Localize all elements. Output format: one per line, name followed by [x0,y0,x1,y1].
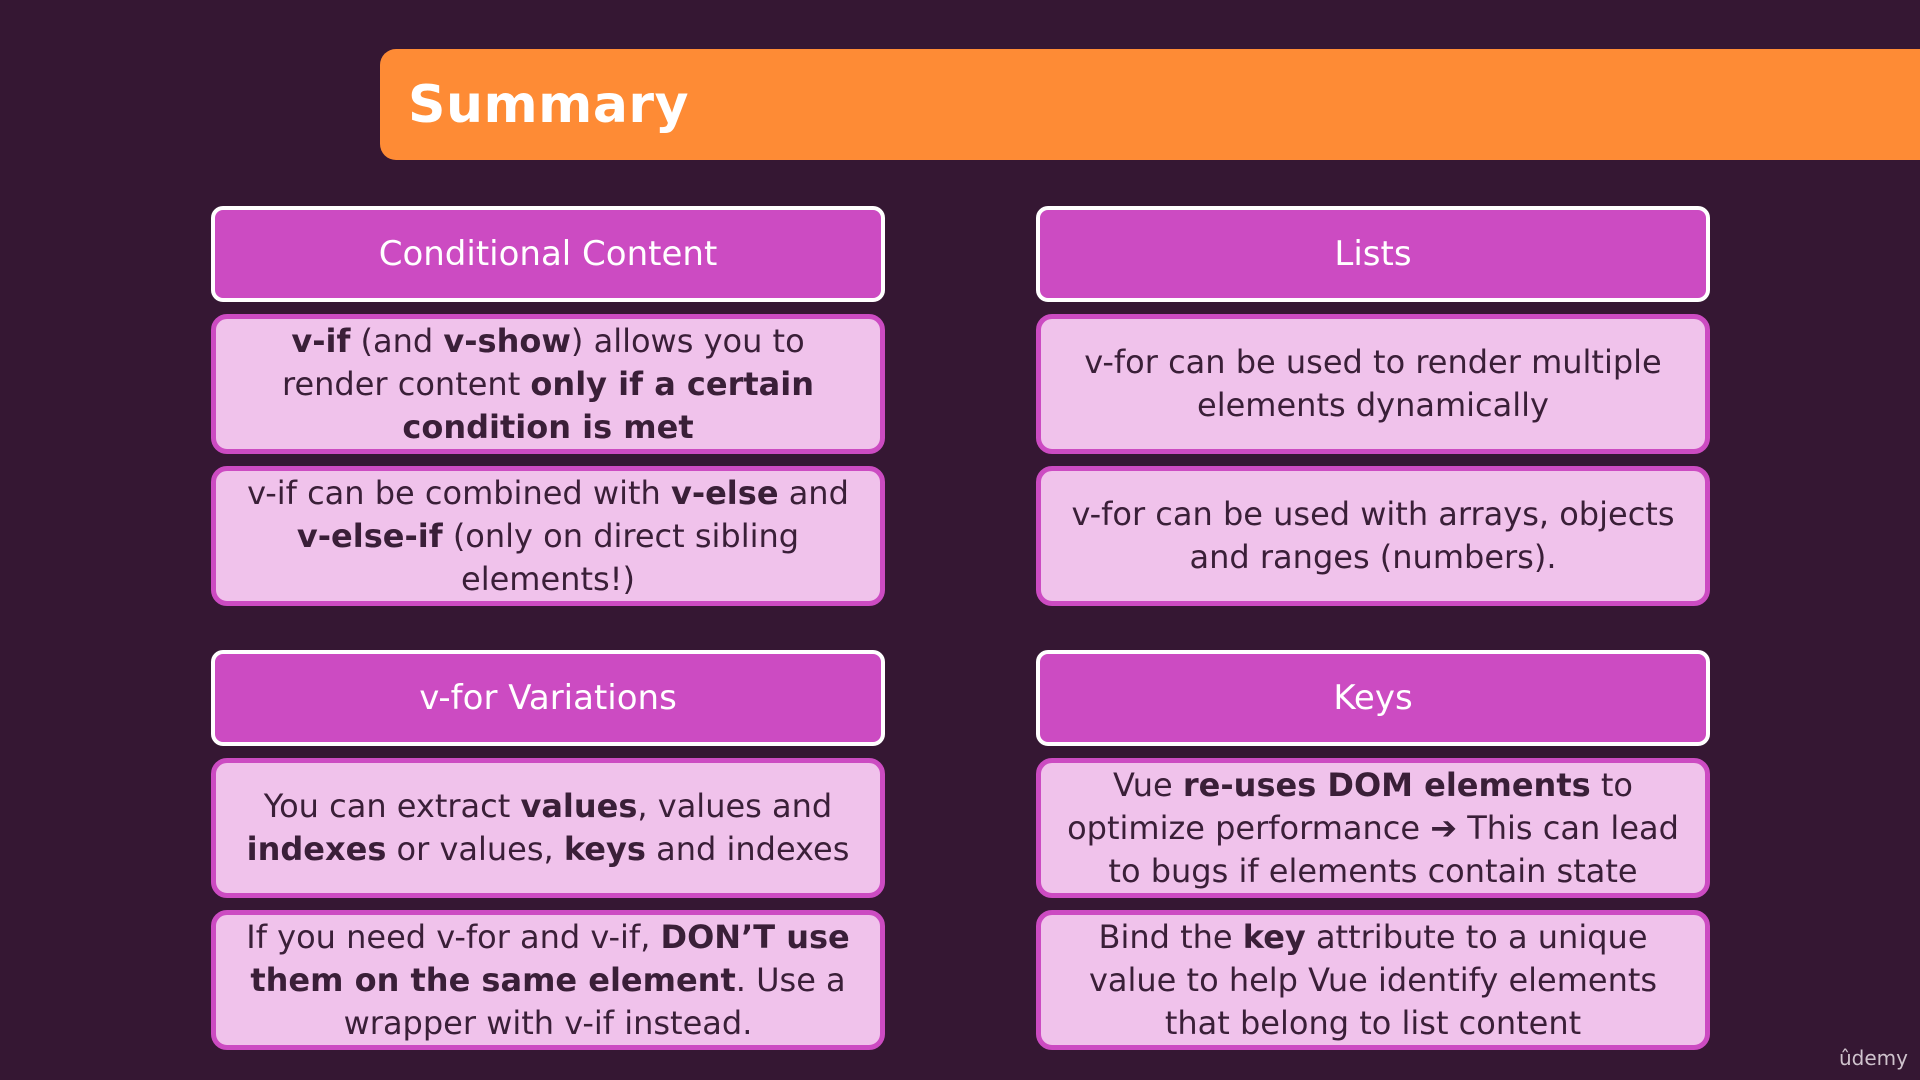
text-segment: , values and [637,787,833,825]
summary-card: v-for can be used with arrays, objects a… [1036,466,1710,606]
title-banner: Summary [380,49,1920,160]
summary-card: v-for can be used to render multiple ele… [1036,314,1710,454]
summary-card: v-if can be combined with v-else and v-e… [211,466,885,606]
summary-card: If you need v-for and v-if, DON’T use th… [211,910,885,1050]
card-text: v-for can be used to render multiple ele… [1059,341,1687,427]
udemy-logo: ûdemy [1839,1046,1908,1070]
emphasis-text: v-show [443,321,571,360]
emphasis-text: DON’T use them on the same element [250,917,850,999]
summary-card: You can extract values, values and index… [211,758,885,898]
text-segment: to optimize performance [1067,765,1633,847]
page-title: Summary [408,74,689,135]
card-text: v-if can be combined with v-else and v-e… [234,472,862,601]
text-segment: attribute to a unique value to help Vue … [1088,917,1658,1042]
emphasis-text: v-else [670,473,779,512]
summary-card: Vue re-uses DOM elements to optimize per… [1036,758,1710,898]
section-header: Keys [1036,650,1710,746]
summary-card: Bind the key attribute to a unique value… [1036,910,1710,1050]
emphasis-text: re-uses DOM elements [1182,765,1591,804]
section-lists: Lists v-for can be used to render multip… [1036,206,1710,606]
emphasis-text: ➔ [1430,808,1458,847]
section-keys: Keys Vue re-uses DOM elements to optimiz… [1036,650,1710,1050]
emphasis-text: v-if [291,321,351,360]
text-segment: ) allows you to render content [281,321,805,403]
emphasis-text: values [520,787,638,825]
emphasis-text: key [1242,917,1306,956]
text-segment: and indexes [645,830,850,868]
section-header: v-for Variations [211,650,885,746]
text-segment: You can extract [263,787,521,825]
text-segment: Vue [1113,765,1183,804]
emphasis-text: indexes [246,830,387,868]
card-text: Bind the key attribute to a unique value… [1059,916,1687,1045]
section-header: Conditional Content [211,206,885,302]
card-text: Vue re-uses DOM elements to optimize per… [1059,764,1687,893]
text-segment: (and [350,321,444,360]
text-segment: Bind the [1098,917,1243,956]
summary-card: v-if (and v-show) allows you to render c… [211,314,885,454]
card-text: You can extract values, values and index… [234,785,862,871]
text-segment: or values, [386,830,564,868]
text-segment: and [778,473,849,512]
emphasis-text: only if a certain condition is met [402,364,815,446]
text-segment: v-for can be used to render multiple ele… [1084,343,1662,424]
card-text: v-if (and v-show) allows you to render c… [234,320,862,449]
text-segment: . Use a wrapper with v-if instead. [343,960,846,1042]
section-v-for-variations: v-for Variations You can extract values,… [211,650,885,1050]
text-segment: (only on direct sibling elements!) [442,516,800,598]
card-text: If you need v-for and v-if, DON’T use th… [234,916,862,1045]
text-segment: This can lead to bugs if elements contai… [1108,808,1679,890]
text-segment: v-if can be combined with [247,473,671,512]
section-header: Lists [1036,206,1710,302]
card-text: v-for can be used with arrays, objects a… [1059,493,1687,579]
emphasis-text: keys [563,830,646,868]
text-segment: v-for can be used with arrays, objects a… [1071,495,1675,576]
section-conditional-content: Conditional Content v-if (and v-show) al… [211,206,885,606]
text-segment: If you need v-for and v-if, [246,917,661,956]
emphasis-text: v-else-if [296,516,443,555]
